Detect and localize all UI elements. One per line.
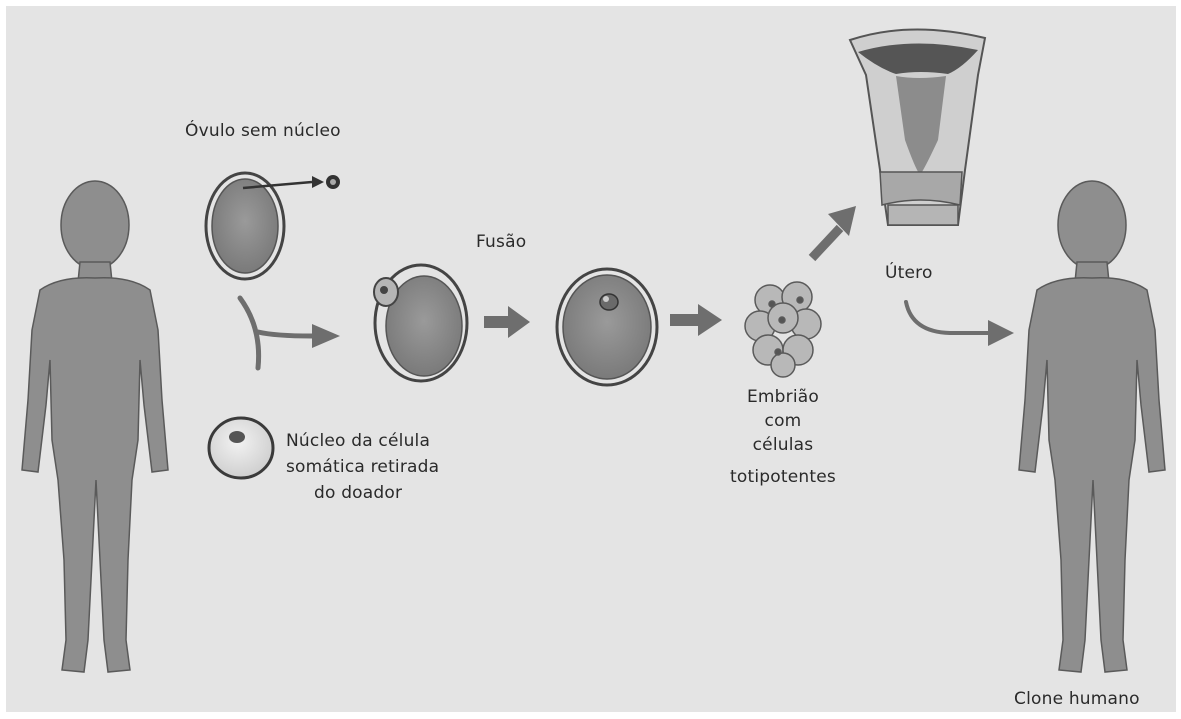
label-nucleo-line2: somática retirada [286, 456, 439, 478]
label-embriao-line1: Embrião [718, 386, 848, 408]
label-utero: Útero [885, 262, 933, 284]
label-embriao-line2: com [718, 410, 848, 432]
egg-with-donor-nucleus [374, 265, 467, 381]
label-clone-humano: Clone humano [1014, 688, 1140, 710]
label-embriao-line4: totipotentes [718, 466, 848, 488]
removed-nucleus-dot [326, 175, 340, 189]
arrow-to-uterus [812, 206, 856, 258]
uterus-illustration [850, 29, 985, 225]
enucleated-egg [206, 173, 324, 279]
clone-human-figure [1019, 181, 1165, 672]
label-nucleo-line1: Núcleo da célula [286, 430, 430, 452]
arrow-to-fusion [484, 306, 530, 338]
merge-arrow [240, 298, 340, 368]
arrow-to-embryo [670, 304, 722, 336]
donor-human-figure [22, 181, 168, 672]
label-embriao-line3: células [718, 434, 848, 456]
arrow-to-clone [906, 302, 1014, 346]
label-ovulo-sem-nucleo: Óvulo sem núcleo [185, 120, 341, 142]
label-fusao: Fusão [476, 231, 526, 253]
fused-cell [557, 269, 657, 385]
label-nucleo-line3: do doador [314, 482, 402, 504]
embryo-cluster [745, 282, 821, 377]
somatic-cell-nucleus [209, 418, 273, 478]
